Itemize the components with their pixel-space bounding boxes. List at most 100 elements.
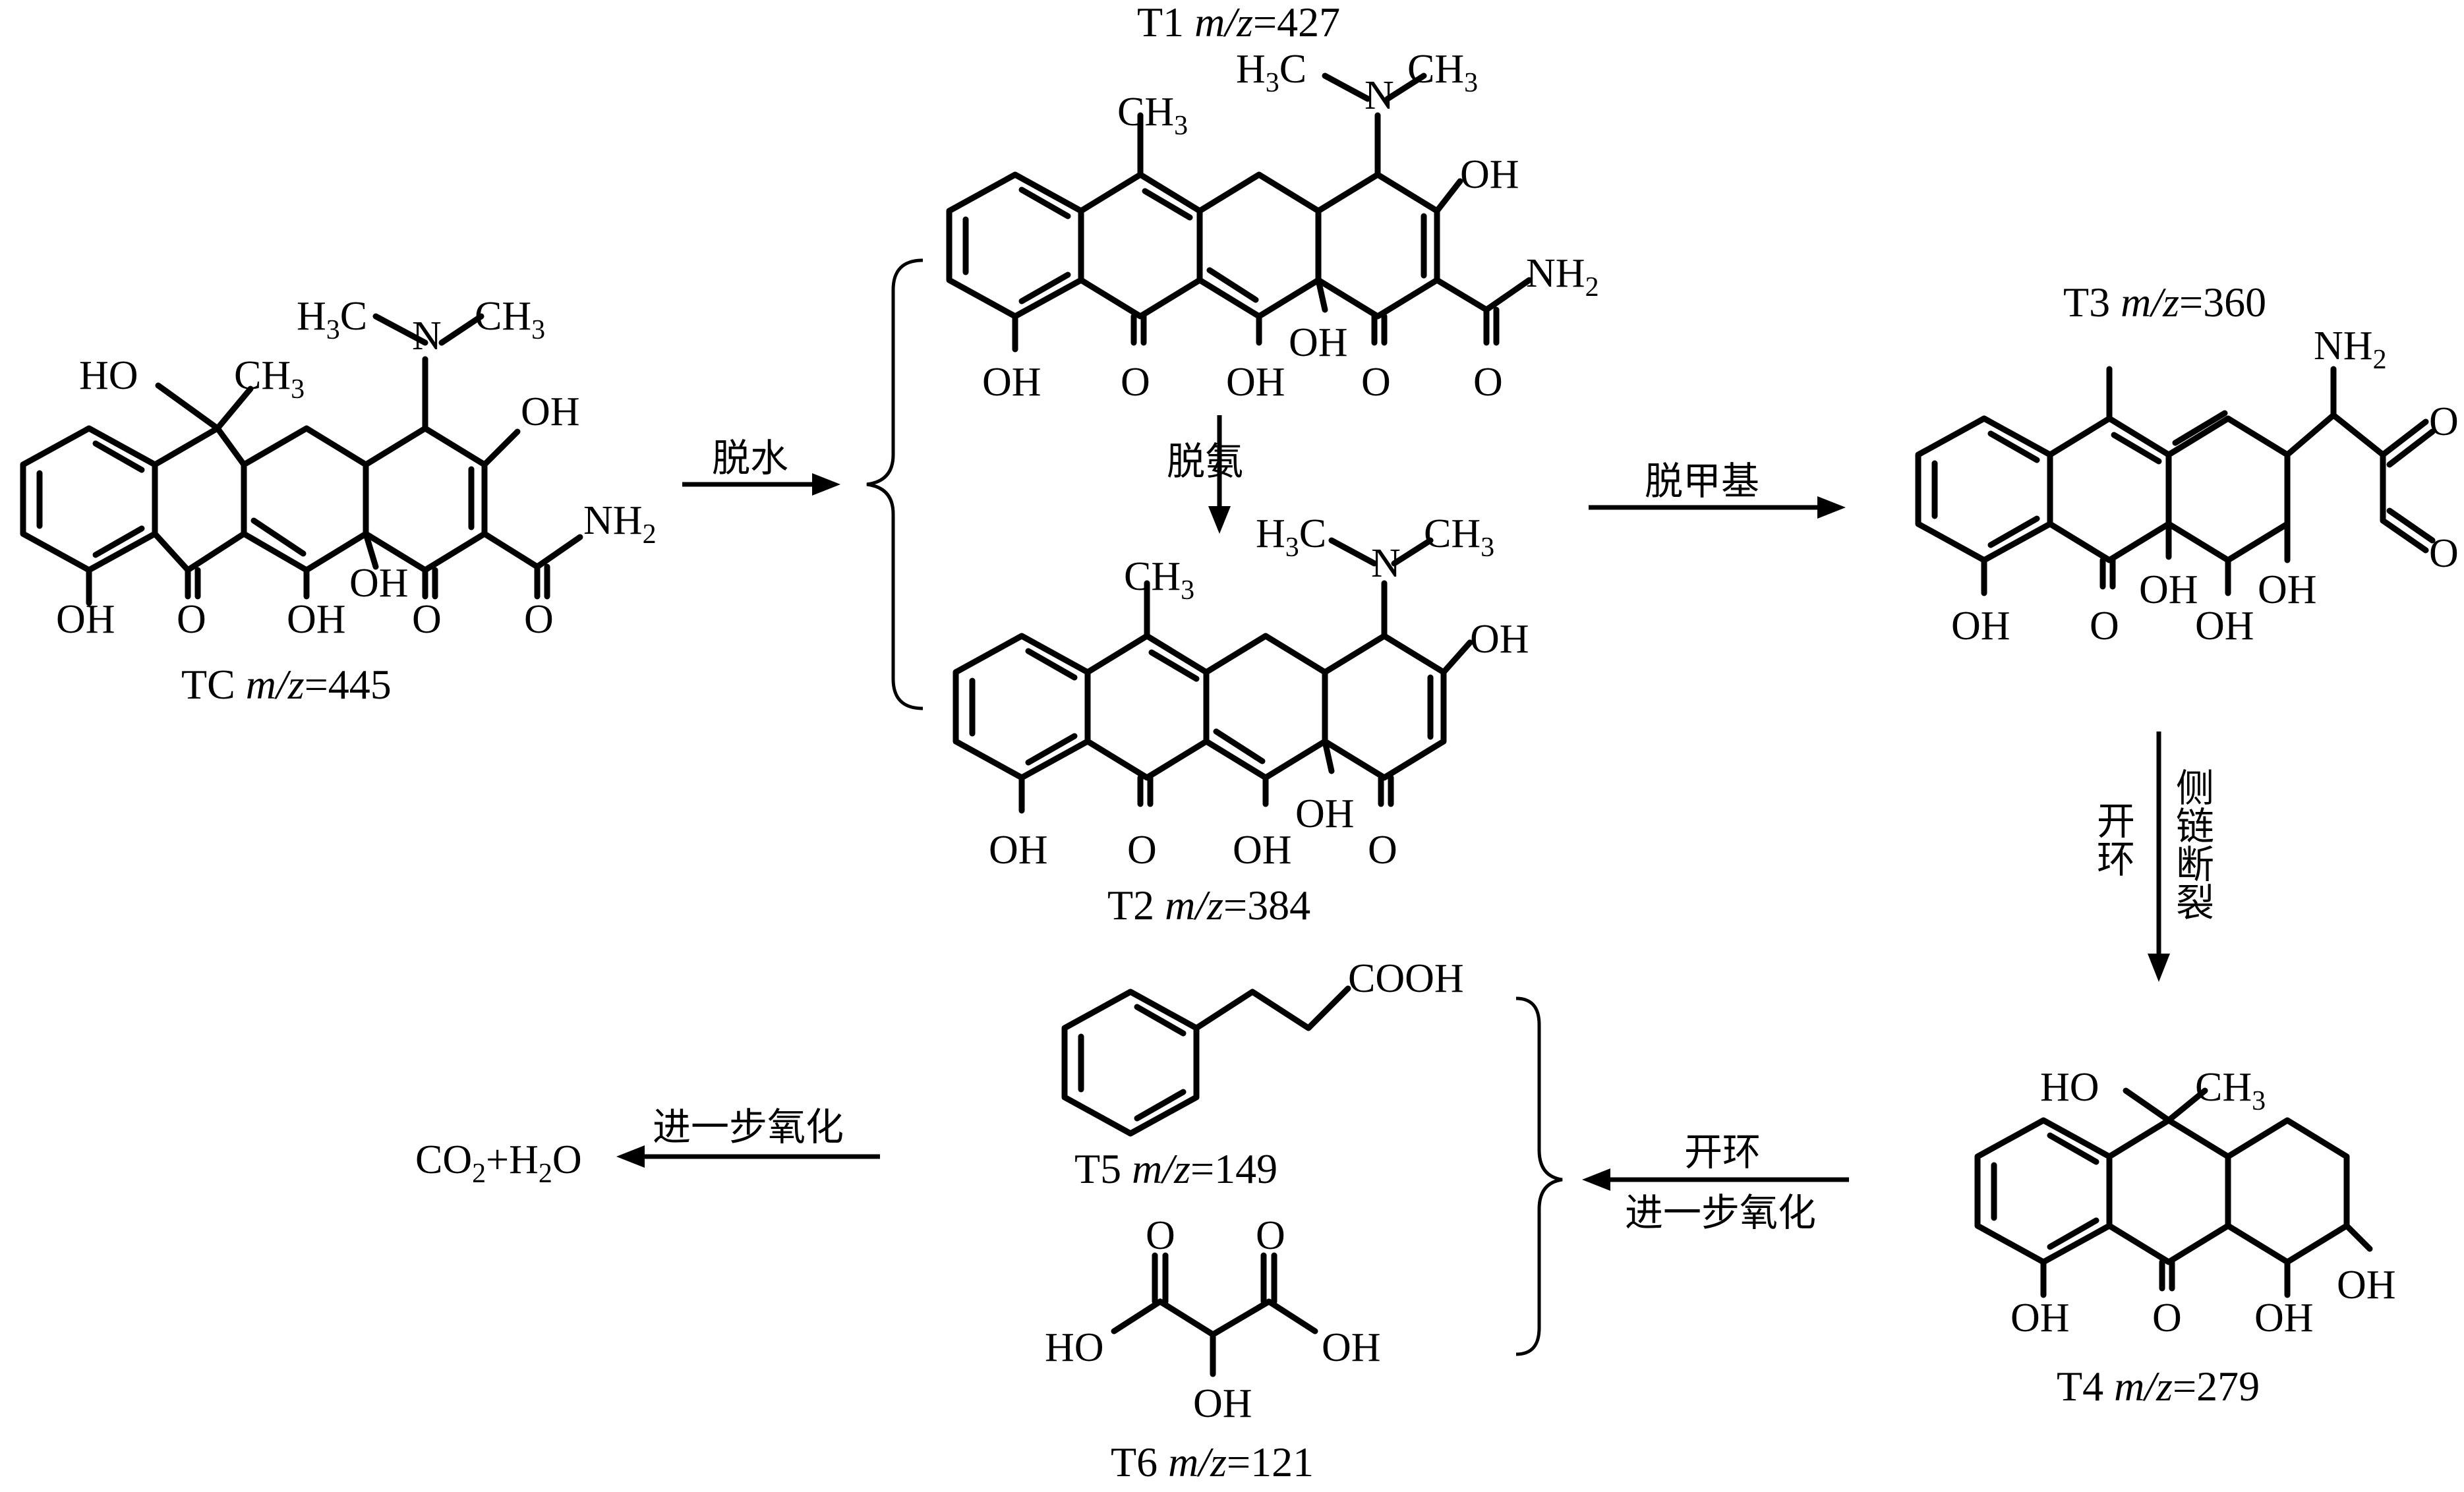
t2-ring-c-d (1213, 728, 1266, 764)
step-side-chain: 开环 侧链断裂 (2090, 732, 2214, 982)
t2-label-h3c: H3C (1256, 511, 1326, 563)
t2-label-oh4: OH (1470, 617, 1529, 662)
t3-label-nh2: NH2 (2314, 324, 2387, 375)
t4-label-oh1: OH (2010, 1296, 2070, 1340)
final-products: CO2+H2O (415, 1137, 582, 1189)
side-chain-arrowhead (2148, 954, 2170, 982)
tc-label-oh-1: OH (56, 597, 115, 642)
t3-ring-a-d3 (1987, 515, 2040, 548)
t1-caption: T1 m/z=427 (1137, 0, 1340, 45)
t4-label-ch3: CH3 (2195, 1065, 2266, 1116)
tc-label-n: N (412, 314, 442, 359)
t3-ring-b-d (2111, 432, 2162, 465)
dehydration-label: 脱水 (712, 436, 788, 480)
t1-label-h3c: H3C (1236, 47, 1306, 98)
t3-caption: T3 m/z=360 (2063, 279, 2266, 326)
tc-label-oh-3: OH (349, 561, 409, 606)
tc-label-ch3-n: CH3 (475, 294, 545, 345)
tc-nme-a (372, 313, 428, 346)
t1-label-o1: O (1121, 360, 1150, 405)
t5-ring-d3 (1134, 1089, 1187, 1122)
tc-label-h3c: H3C (297, 294, 367, 345)
t4-ring-a (1974, 1117, 2113, 1265)
t6-label-o1: O (1146, 1213, 1175, 1258)
t2-ring-a (953, 633, 1091, 781)
t1-label-o2: O (1361, 360, 1391, 405)
t4-ring-a-d3 (2047, 1217, 2099, 1250)
t5-ring (1061, 989, 1200, 1137)
t2-oh4-bond (1440, 639, 1473, 675)
t1-ring-b (1078, 171, 1203, 320)
t3-label-o2: O (2429, 531, 2459, 576)
t4-caption: T4 m/z=279 (2057, 1363, 2260, 1410)
t1-oh4-bond (1434, 178, 1463, 214)
structure-t3: T3 m/z=360 NH2 O O OH O OH OH OH (1915, 279, 2459, 648)
t4-oh3-bond (2343, 1222, 2373, 1252)
t4-ho-bond (2123, 1087, 2172, 1124)
t3-ald (2380, 517, 2429, 554)
t2-nme-a (1328, 537, 1378, 567)
t2-label-o2: O (1368, 828, 1397, 873)
t6-caption: T6 m/z=121 (1111, 1439, 1314, 1485)
tc-oh-bond-4 (481, 428, 521, 468)
t2-label-oh3: OH (1295, 791, 1355, 836)
tc-ring-c (241, 425, 369, 573)
t2-ring-a-d2 (1025, 648, 1078, 681)
tc-me-bond (214, 386, 254, 432)
structure-t2: CH3 OH O OH OH O OH N H3C CH3 T2 m/z=384 (953, 511, 1529, 929)
t2-caption: T2 m/z=384 (1107, 882, 1310, 929)
t2-label-o1: O (1127, 828, 1157, 873)
t1-amide-bond (1434, 277, 1490, 313)
t6-label-ho: HO (1045, 1325, 1104, 1370)
t4-oxidation-arrowhead (1582, 1168, 1610, 1191)
t1-amide-n (1483, 277, 1533, 313)
t1-label-ch3: CH3 (1117, 90, 1188, 141)
demethylation-arrowhead (1817, 496, 1846, 519)
t6-chain (1111, 1298, 1318, 1338)
t1-ring-d (1315, 171, 1440, 320)
t1-ring-c (1196, 171, 1322, 320)
final-oxidation-arrowhead (616, 1145, 645, 1168)
t3-chain-1 (2284, 412, 2337, 458)
t1-ring-a-d3 (1018, 272, 1071, 304)
t3-label-oh1: OH (1951, 604, 2010, 648)
tc-label-ch3: CH3 (234, 353, 305, 405)
t2-label-ch3-n: CH3 (1424, 511, 1494, 563)
t4-ring-b (2106, 1117, 2231, 1265)
tc-label-o-3: O (524, 597, 554, 642)
step-t4-oxidation: 开环 进一步氧化 (1582, 1130, 1849, 1235)
tc-ring-d (363, 425, 488, 573)
t2-label-n: N (1371, 541, 1401, 586)
t6-label-oh: OH (1322, 1325, 1381, 1370)
step-deamination: 脱氨 (1167, 415, 1243, 534)
t1-label-nh2: NH2 (1526, 251, 1599, 302)
t1-ring-a (946, 171, 1084, 320)
t6-label-o2: O (1256, 1213, 1285, 1258)
t3-label-oh3: OH (2195, 604, 2254, 648)
t1-label-oh1: OH (982, 360, 1041, 405)
brace-t5-t6 (1515, 996, 1563, 1356)
t3-ald-2 (2386, 507, 2436, 544)
t3-label-o3: O (2090, 604, 2119, 648)
t4-ring-a-d2 (2047, 1132, 2099, 1165)
t1-label-n: N (1364, 73, 1394, 118)
tc-label-oh-2: OH (287, 597, 346, 642)
t3-keto-chain-2 (2386, 428, 2436, 468)
t1-label-oh2: OH (1226, 360, 1285, 405)
final-oxidation-label: 进一步氧化 (653, 1105, 844, 1149)
t4-label-oh3: OH (2337, 1263, 2396, 1307)
t4-label-o: O (2152, 1296, 2182, 1340)
t3-keto-chain (2380, 418, 2429, 458)
t2-oh3-bond (1322, 738, 1335, 774)
tc-ring-a (20, 425, 158, 573)
t3-label-oh2: OH (2139, 567, 2198, 612)
t2-ring-c (1203, 633, 1328, 781)
t4-me-bond (2165, 1087, 2208, 1124)
tc-ring-b (152, 425, 247, 573)
demethylation-label: 脱甲基 (1645, 459, 1759, 503)
tc-nme-b (438, 313, 484, 346)
t2-ring-b (1084, 633, 1210, 781)
t2-label-oh2: OH (1233, 828, 1292, 873)
t3-ring-a (1915, 415, 2053, 563)
